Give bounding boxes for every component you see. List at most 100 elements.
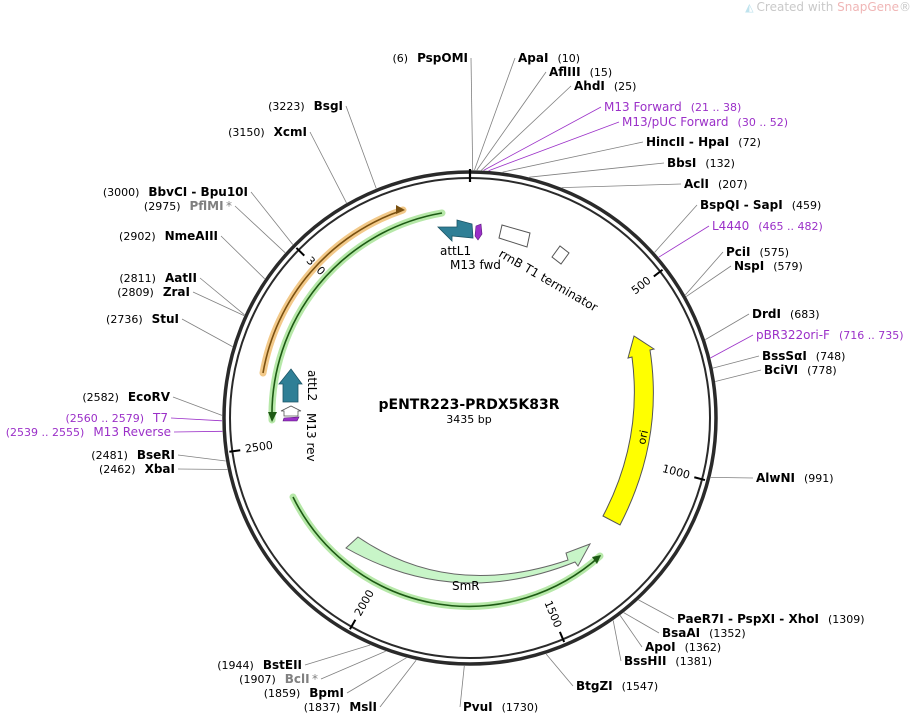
label-pos: (465 .. 482) — [758, 220, 823, 233]
leader-line — [320, 650, 386, 680]
label-star: * — [224, 199, 232, 213]
label-pos: (459) — [792, 199, 822, 212]
label-name: BsgI — [314, 99, 343, 113]
enzyme-label: (2582) EcoRV — [82, 390, 170, 404]
leader-lines — [170, 57, 762, 708]
enzyme-label: (1837) MslI — [304, 700, 377, 714]
enzyme-label: AhdI (25) — [574, 79, 636, 93]
label-pos: (21 .. 38) — [691, 101, 742, 114]
leader-line — [199, 277, 245, 316]
label-name: ApaI — [518, 51, 548, 65]
tick-mark — [694, 476, 706, 482]
label-name: BbsI — [667, 156, 696, 170]
leader-line — [192, 291, 245, 316]
tick-mark — [295, 247, 305, 257]
label-name: ApoI — [645, 640, 676, 654]
enzyme-label: (2975) PflMI * — [144, 199, 232, 213]
leader-line — [481, 85, 572, 171]
leader-line — [712, 355, 760, 369]
enzyme-label: BssHII (1381) — [624, 654, 712, 668]
leader-line — [177, 468, 228, 470]
enzyme-label: PciI (575) — [726, 245, 789, 259]
feature-m13rev-arrow — [282, 416, 300, 422]
label-pos: (3000) — [103, 186, 140, 199]
label-name: BbvCI - Bpu10I — [148, 185, 248, 199]
label-name: AhdI — [574, 79, 605, 93]
leader-line — [476, 71, 547, 171]
feature-smr-arrow — [345, 536, 592, 584]
tick-label: 1000 — [661, 462, 691, 482]
label-name: NspI — [734, 259, 764, 273]
label-pos: (6) — [392, 52, 408, 65]
enzyme-label: (1907) BclI * — [239, 672, 318, 686]
enzyme-label: NspI (579) — [734, 259, 803, 273]
label-pos: (2582) — [82, 391, 119, 404]
label-name: BtgZI — [576, 679, 613, 693]
leader-line — [685, 265, 732, 297]
feature-attl2-arrow — [278, 368, 303, 403]
leader-line — [561, 183, 682, 188]
enzyme-label: (6) PspOMI — [392, 51, 468, 65]
leader-line — [619, 615, 643, 648]
feature-label-rrnb: rrnB T1 terminator — [497, 246, 601, 314]
leader-line — [346, 657, 407, 694]
enzyme-label: (2736) StuI — [106, 312, 179, 326]
label-name: M13/pUC Forward — [622, 115, 729, 129]
feature-rrnb-box1 — [498, 224, 531, 248]
leader-line — [705, 313, 750, 340]
label-pos: (25) — [614, 80, 637, 93]
label-name: BssSαI — [762, 349, 807, 363]
tick-mark — [653, 268, 664, 278]
leader-line — [170, 417, 223, 422]
feature-label-smr: SmR — [452, 579, 480, 593]
label-pos: (2975) — [144, 200, 181, 213]
leader-line — [304, 644, 371, 666]
leader-line — [623, 612, 660, 634]
primer-label: pBR322ori-F (716 .. 735) — [756, 328, 904, 342]
enzyme-label: (3223) BsgI — [268, 99, 343, 113]
leader-line — [379, 659, 417, 708]
label-pos: (2539 .. 2555) — [6, 426, 85, 439]
enzyme-label: PvuI (1730) — [463, 700, 538, 714]
label-name: M13 Forward — [604, 100, 682, 114]
label-pos: (1362) — [685, 641, 722, 654]
label-name: T7 — [152, 411, 168, 425]
snapgene-logo-icon: ◭ — [745, 1, 754, 14]
leader-line — [684, 251, 724, 296]
enzyme-label: ApoI (1362) — [645, 640, 721, 654]
feature-ori-arrow — [602, 335, 656, 526]
label-pos: (2811) — [119, 272, 156, 285]
label-pos: (991) — [804, 472, 834, 485]
label-name: MslI — [349, 700, 377, 714]
enzyme-label: BciVI (778) — [764, 363, 837, 377]
leader-line — [234, 205, 286, 253]
label-name: StuI — [152, 312, 179, 326]
label-pos: (132) — [705, 157, 735, 170]
feature-rrnb-box2 — [551, 245, 570, 265]
enzyme-label: BsaAI (1352) — [662, 626, 746, 640]
label-name: L4440 — [712, 219, 749, 233]
label-name: ZraI — [163, 285, 190, 299]
primer-label: (2539 .. 2555) M13 Reverse — [6, 425, 171, 439]
label-pos: (2462) — [99, 463, 136, 476]
enzyme-label: BtgZI (1547) — [576, 679, 658, 693]
label-name: BclI — [285, 672, 310, 686]
label-name: HincII - HpaI — [646, 135, 729, 149]
feature-label-attl2: attL2 — [305, 370, 319, 401]
tick-label: 2000 — [352, 588, 377, 619]
feature-label-m13rev: M13 rev — [304, 413, 318, 462]
snapgene-watermark: ◭Created with SnapGene® — [745, 0, 911, 14]
enzyme-label: (2902) NmeAIII — [119, 229, 218, 243]
leader-line — [309, 131, 347, 204]
enzyme-label: DrdI (683) — [752, 307, 820, 321]
leader-line — [173, 430, 223, 433]
enzyme-label: AlwNI (991) — [756, 471, 834, 485]
label-pos: (716 .. 735) — [839, 329, 904, 342]
enzyme-label: BspQI - SapI (459) — [700, 198, 821, 212]
feature-label-attl1: attL1 — [440, 244, 471, 258]
label-pos: (10) — [557, 52, 580, 65]
leader-line — [474, 57, 516, 171]
label-name: BspQI - SapI — [700, 198, 783, 212]
primer-label: M13/pUC Forward (30 .. 52) — [622, 115, 788, 129]
